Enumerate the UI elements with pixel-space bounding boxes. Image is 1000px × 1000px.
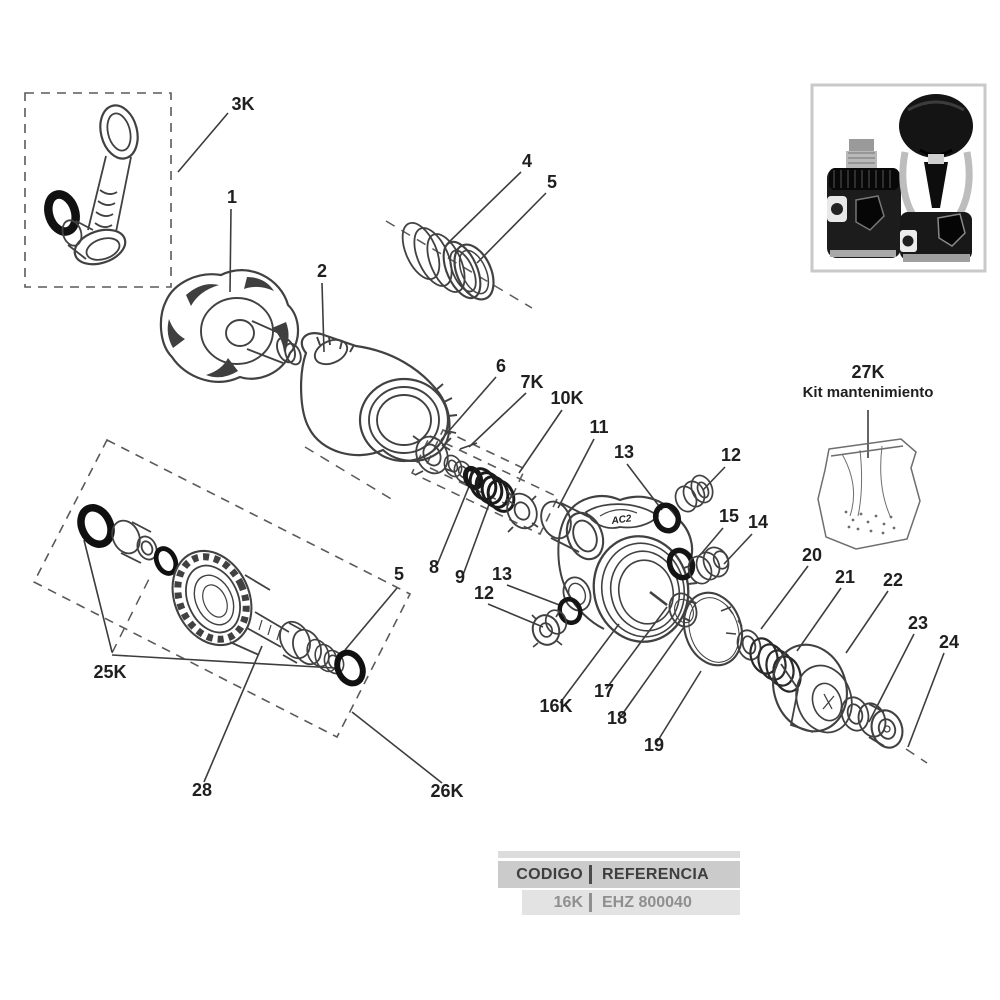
part-11-bushing-drawing [540, 500, 605, 561]
reference-table-top-strip [498, 851, 740, 858]
part-label-6: 6 [496, 356, 506, 376]
part-label-27k: 27K [851, 362, 884, 382]
part-2-yoke-body-drawing [299, 332, 458, 463]
part-1-handwheel-drawing [159, 269, 302, 383]
part-label-18: 18 [607, 708, 627, 728]
part-label-20: 20 [802, 545, 822, 565]
part-label-12-top: 12 [721, 445, 741, 465]
header-divider [589, 865, 592, 884]
part-labels: 3K 1 2 4 5 6 7K 10K 11 13 12 15 14 5 8 9… [93, 94, 959, 801]
bag-dots [844, 510, 896, 535]
kit-box-26k [32, 438, 412, 739]
part-24-knob-drawing [857, 702, 904, 749]
body-logo-text: AC2 [610, 513, 633, 527]
part-label-28: 28 [192, 780, 212, 800]
part-6-poppet-drawing [412, 435, 455, 476]
part-label-8: 8 [429, 557, 439, 577]
part-9-spring-drawing [468, 467, 516, 513]
part-12-top-plug-drawing [674, 474, 714, 513]
fitting-drawing [111, 519, 158, 564]
part-label-17: 17 [594, 681, 614, 701]
part-label-26k: 26K [430, 781, 463, 801]
part-20-washer-drawing [736, 629, 762, 661]
part-label-19: 19 [644, 735, 664, 755]
part-label-9: 9 [455, 567, 465, 587]
oring-drawing [153, 546, 179, 576]
part-label-15: 15 [719, 506, 739, 526]
part-label-24: 24 [939, 632, 959, 652]
part-19-diaphragm-drawing [682, 591, 744, 667]
part-label-21: 21 [835, 567, 855, 587]
reference-table-row: 16K EHZ 800040 [522, 890, 740, 915]
part-28-ring-nut-drawing [171, 549, 290, 656]
part-10-castellated-nut-drawing [505, 490, 539, 533]
kit-box-3k [24, 92, 172, 288]
part-17-pin-drawing [649, 590, 668, 607]
part-14-plug-drawing [687, 546, 730, 585]
part-label-7k: 7K [520, 372, 543, 392]
part-25k-chain-drawing [77, 504, 366, 687]
part-label-13-bottom: 13 [492, 564, 512, 584]
part-22-end-cap-drawing [772, 643, 853, 734]
part-label-14: 14 [748, 512, 768, 532]
oring-drawing [44, 190, 80, 236]
photo-regulator-din [827, 139, 901, 258]
column-header-referencia: REFERENCIA [602, 865, 710, 883]
row-codigo-value: 16K [553, 893, 583, 911]
row-referencia-value: EHZ 800040 [602, 893, 692, 911]
product-photo-inset [810, 83, 987, 273]
part-label-4: 4 [522, 151, 532, 171]
kit-boxes [24, 92, 560, 739]
hex-nut-drawing [279, 620, 322, 666]
part-label-5-top: 5 [547, 172, 557, 192]
leader-lines [83, 112, 945, 784]
part-13-bottom-oring-drawing [557, 596, 583, 626]
kit-27k-caption: Kit mantenimiento [803, 384, 934, 401]
part-label-23: 23 [908, 613, 928, 633]
part-label-3k: 3K [231, 94, 254, 114]
part-label-22: 22 [883, 570, 903, 590]
kit-27k-bag-drawing [817, 438, 921, 550]
part-label-11: 11 [589, 417, 608, 437]
reference-table-header: CODIGO REFERENCIA [498, 861, 740, 888]
column-header-codigo: CODIGO [516, 865, 583, 883]
part-3k-yoke-screw-drawing [44, 104, 139, 266]
part-12-bottom-plug-drawing [531, 609, 568, 648]
part-label-10k: 10K [550, 388, 583, 408]
row-divider [589, 893, 592, 912]
part-label-1: 1 [227, 187, 237, 207]
part-label-13-top: 13 [614, 442, 634, 462]
part-13-top-oring-drawing [652, 502, 682, 534]
part-5-oring-top-drawing [453, 243, 495, 301]
part-5-oring-bottom-drawing [334, 649, 366, 687]
photo-regulator-yoke [899, 94, 973, 262]
oring-drawing [77, 504, 115, 548]
part-label-16k: 16K [539, 696, 572, 716]
assembly-axes [111, 220, 928, 764]
part-label-25k: 25K [93, 662, 126, 682]
reference-table: CODIGO REFERENCIA 16K EHZ 800040 [498, 851, 740, 915]
part-label-2: 2 [317, 261, 327, 281]
part-23-washer-drawing [840, 696, 870, 732]
part-label-5-bottom: 5 [394, 564, 404, 584]
part-label-12-bottom: 12 [474, 583, 494, 603]
